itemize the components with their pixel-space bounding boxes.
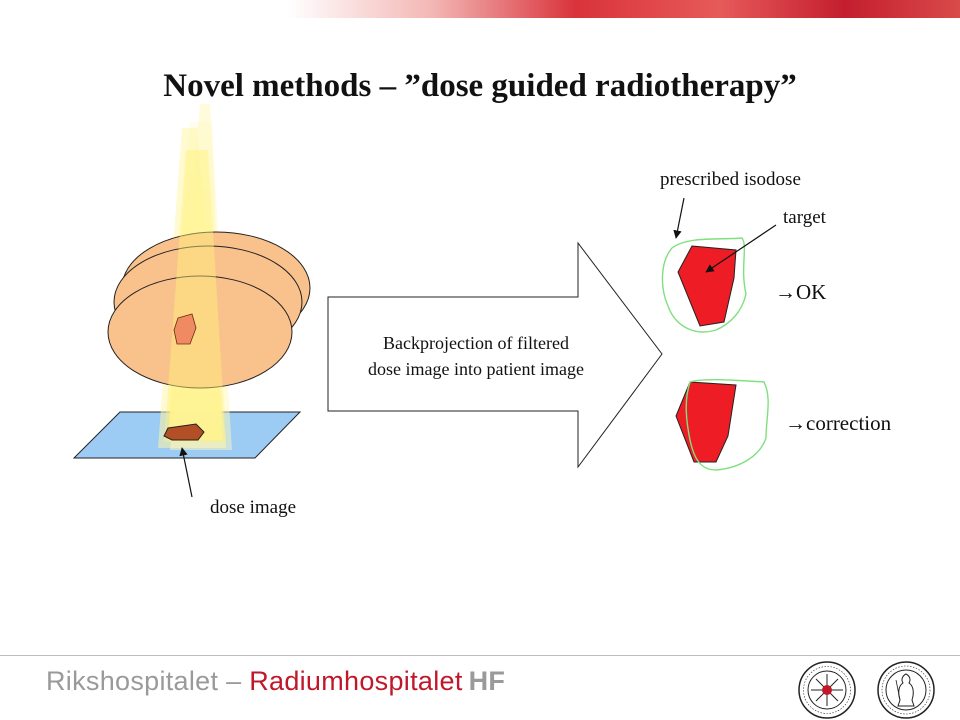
norwegian-radium-hospital-seal (798, 661, 856, 719)
isodose-pointer (673, 197, 685, 239)
dose-image-label: dose image (210, 497, 297, 518)
correction-label: →correction (785, 411, 892, 435)
tumour-in-slice (173, 313, 197, 345)
target-correction (675, 381, 737, 463)
university-of-oslo-seal (877, 661, 935, 719)
dose-image-pointer (179, 447, 193, 498)
prescribed-isodose-label: prescribed isodose (660, 169, 801, 190)
caption-line-1: Backprojection of filtered (383, 333, 569, 353)
beam-overlay (164, 150, 226, 442)
brand-part-3: HF (468, 666, 506, 696)
slide-title: Novel methods – ”dose guided radiotherap… (163, 68, 797, 104)
dose-image-blob (163, 423, 205, 441)
isodose-contour-correction (685, 378, 769, 471)
backprojection-arrow (327, 241, 663, 469)
backprojection-caption: Backprojection of filtered dose image in… (318, 330, 634, 382)
isodose-contour-ok (661, 237, 747, 333)
brand-part-2: Radiumhospitalet (249, 666, 463, 696)
target-ok (677, 245, 737, 327)
patient-slice-front (107, 275, 293, 389)
ok-label: →OK (775, 280, 827, 304)
brand-part-1: Rikshospitalet – (46, 666, 250, 696)
top-gradient-bar (0, 0, 960, 18)
target-label: target (783, 207, 826, 228)
caption-line-2: dose image into patient image (368, 359, 584, 379)
target-pointer (705, 224, 777, 273)
footer-divider (0, 655, 960, 656)
